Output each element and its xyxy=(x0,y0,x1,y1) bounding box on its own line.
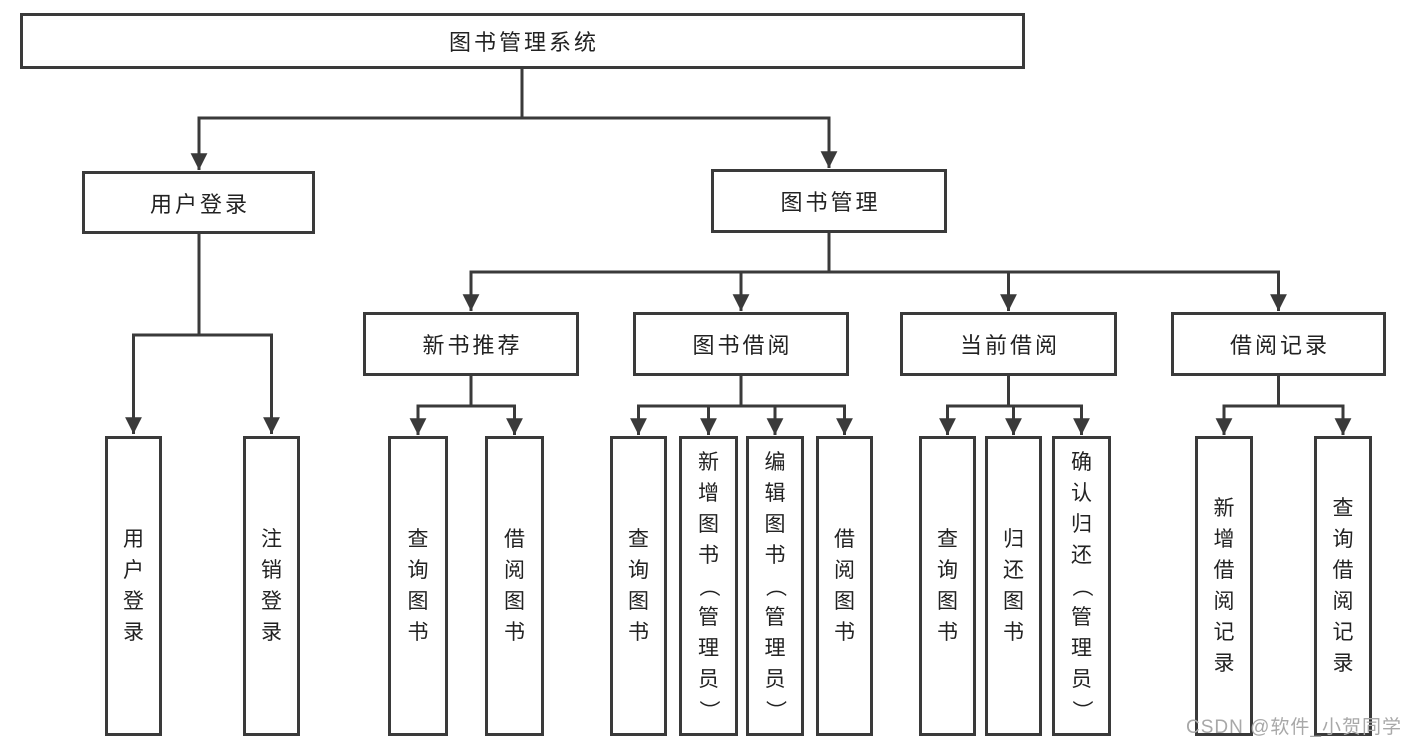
node-query-borrow-record: 查询借阅记录 xyxy=(1314,436,1372,736)
node-user-login: 用户登录 xyxy=(82,171,315,234)
node-query-books-recommend: 查询图书 xyxy=(388,436,448,736)
node-book-borrowing: 图书借阅 xyxy=(633,312,849,376)
node-borrow-books-leaf: 借阅图书 xyxy=(816,436,873,736)
node-add-borrow-record: 新增借阅记录 xyxy=(1195,436,1253,736)
node-logout-leaf: 注销登录 xyxy=(243,436,300,736)
node-current-borrowing: 当前借阅 xyxy=(900,312,1117,376)
node-book-management: 图书管理 xyxy=(711,169,947,233)
node-query-books-current: 查询图书 xyxy=(919,436,976,736)
node-borrow-books-recommend: 借阅图书 xyxy=(485,436,544,736)
node-confirm-return-admin: 确认归还（管理员） xyxy=(1052,436,1111,736)
watermark: CSDN @软件_小贺同学 xyxy=(1186,717,1402,738)
node-root: 图书管理系统 xyxy=(20,13,1025,69)
node-borrowing-records: 借阅记录 xyxy=(1171,312,1386,376)
node-edit-books-admin: 编辑图书（管理员） xyxy=(746,436,804,736)
node-add-books-admin: 新增图书（管理员） xyxy=(679,436,738,736)
node-user-login-leaf: 用户登录 xyxy=(105,436,162,736)
node-query-books-borrowing: 查询图书 xyxy=(610,436,667,736)
node-new-book-recommend: 新书推荐 xyxy=(363,312,579,376)
node-return-books: 归还图书 xyxy=(985,436,1042,736)
